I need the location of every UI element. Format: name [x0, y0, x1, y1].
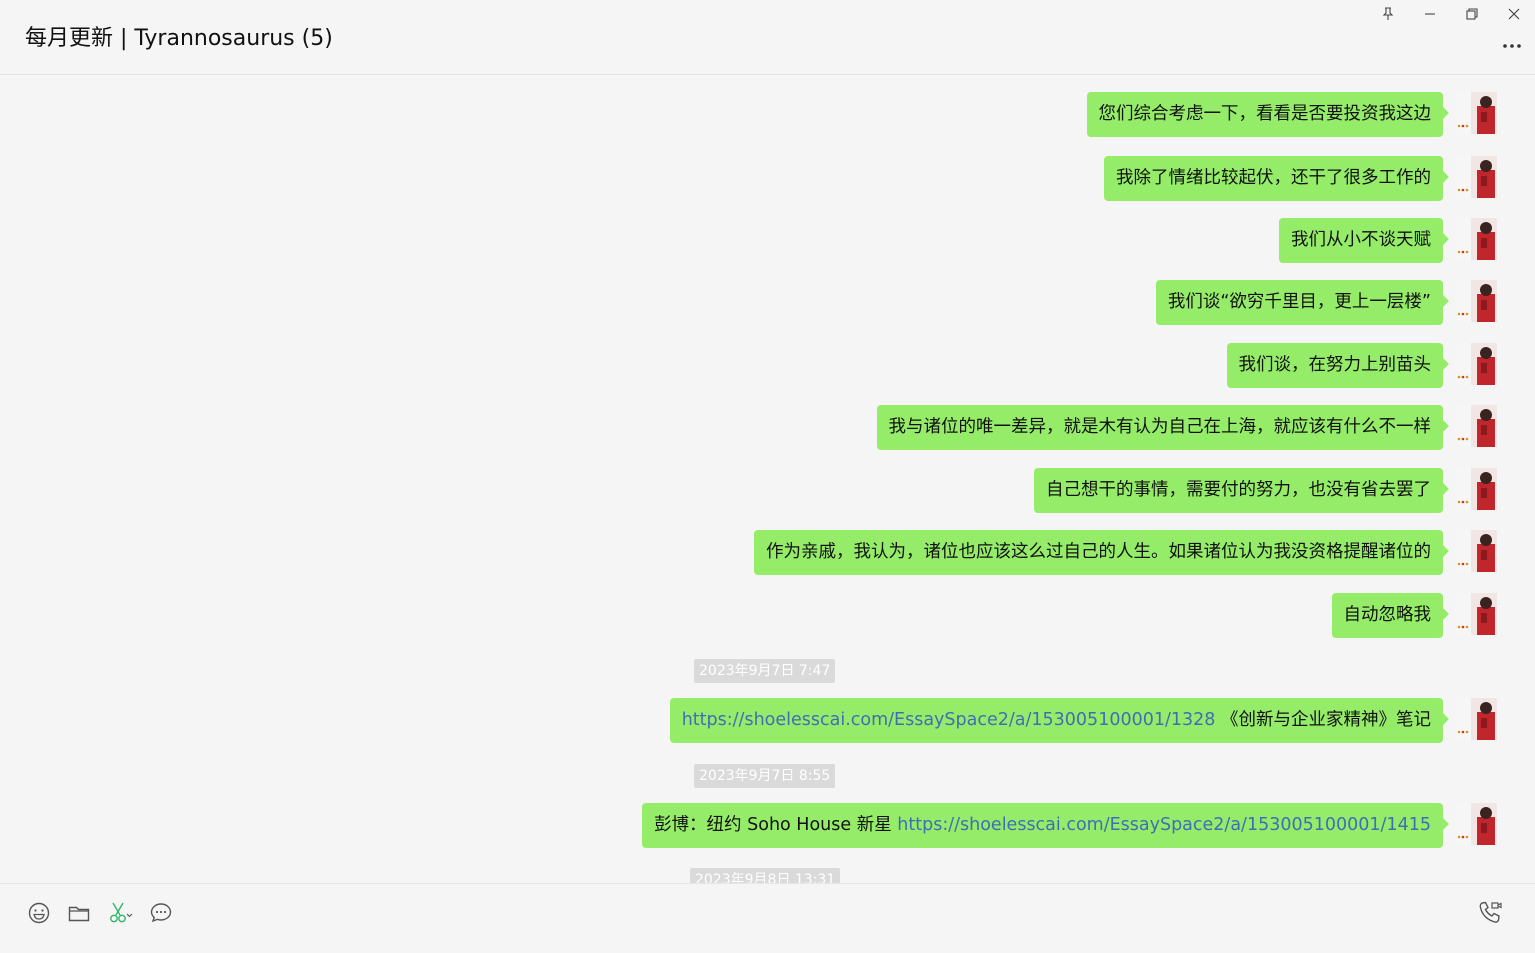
chat-message-area[interactable]: 您们综合考虑一下，看看是否要投资我这边 我除了情绪比较起伏，还干了很多工作的 我… [0, 76, 1535, 883]
avatar[interactable] [1455, 698, 1497, 740]
avatar[interactable] [1455, 156, 1497, 198]
message-row: 彭博：纽约 Soho House 新星 https://shoelesscai.… [642, 803, 1497, 848]
message-bubble[interactable]: 我与诸位的唯一差异，就是木有认为自己在上海，就应该有什么不一样 [876, 405, 1449, 450]
avatar[interactable] [1455, 218, 1497, 260]
message-bubble[interactable]: 我们谈，在努力上别苗头 [1226, 343, 1449, 388]
timestamp: 2023年9月7日 8:55 [694, 764, 836, 788]
window-controls [1367, 0, 1535, 28]
message-link[interactable]: https://shoelesscai.com/EssaySpace2/a/15… [681, 710, 1216, 730]
minimize-icon[interactable] [1409, 0, 1451, 28]
scissors-icon[interactable] [107, 900, 133, 926]
video-call-icon[interactable] [1477, 900, 1503, 926]
message-row: 我与诸位的唯一差异，就是木有认为自己在上海，就应该有什么不一样 [876, 405, 1497, 450]
message-bubble[interactable]: 您们综合考虑一下，看看是否要投资我这边 [1086, 92, 1449, 137]
message-link[interactable]: https://shoelesscai.com/EssaySpace2/a/15… [897, 815, 1431, 835]
message-bubble[interactable]: 自动忽略我 [1331, 593, 1449, 638]
emoji-icon[interactable] [26, 900, 52, 926]
message-row: 我们谈，在努力上别苗头 [1226, 343, 1497, 388]
avatar[interactable] [1455, 803, 1497, 845]
avatar[interactable] [1455, 468, 1497, 510]
message-bubble[interactable]: 我们从小不谈天赋 [1279, 218, 1449, 263]
message-row: 我们谈“欲穷千里目，更上一层楼” [1155, 280, 1497, 325]
avatar[interactable] [1455, 593, 1497, 635]
avatar[interactable] [1455, 405, 1497, 447]
message-row: 自动忽略我 [1331, 593, 1497, 638]
restore-icon[interactable] [1451, 0, 1493, 28]
message-text: 《创新与企业家精神》笔记 [1215, 710, 1431, 730]
message-row: 我除了情绪比较起伏，还干了很多工作的 [1104, 156, 1497, 201]
chat-header: 每月更新 | Tyrannosaurus (5) [0, 0, 1535, 75]
message-bubble[interactable]: 我除了情绪比较起伏，还干了很多工作的 [1104, 156, 1449, 201]
more-icon[interactable] [1501, 36, 1523, 56]
input-toolbar [0, 883, 1535, 953]
message-row: 作为亲戚，我认为，诸位也应该这么过自己的人生。如果诸位认为我没资格提醒诸位的 [754, 530, 1497, 575]
message-row: 自己想干的事情，需要付的努力，也没有省去罢了 [1034, 468, 1497, 513]
chat-title: 每月更新 | Tyrannosaurus (5) [25, 26, 333, 51]
avatar[interactable] [1455, 92, 1497, 134]
timestamp: 2023年9月7日 7:47 [694, 659, 836, 683]
chat-history-icon[interactable] [148, 900, 174, 926]
pin-icon[interactable] [1367, 0, 1409, 28]
message-row: 我们从小不谈天赋 [1279, 218, 1497, 263]
message-bubble[interactable]: 彭博：纽约 Soho House 新星 https://shoelesscai.… [642, 803, 1449, 848]
message-bubble[interactable]: https://shoelesscai.com/EssaySpace2/a/15… [669, 698, 1450, 743]
avatar[interactable] [1455, 530, 1497, 572]
close-icon[interactable] [1493, 0, 1535, 28]
message-text: 彭博：纽约 Soho House 新星 [654, 815, 898, 835]
message-row: https://shoelesscai.com/EssaySpace2/a/15… [669, 698, 1497, 743]
avatar[interactable] [1455, 280, 1497, 322]
folder-icon[interactable] [66, 900, 92, 926]
message-bubble[interactable]: 作为亲戚，我认为，诸位也应该这么过自己的人生。如果诸位认为我没资格提醒诸位的 [754, 530, 1449, 575]
message-row: 您们综合考虑一下，看看是否要投资我这边 [1086, 92, 1497, 137]
message-bubble[interactable]: 我们谈“欲穷千里目，更上一层楼” [1155, 280, 1450, 325]
avatar[interactable] [1455, 343, 1497, 385]
timestamp: 2023年9月8日 13:31 [690, 868, 841, 883]
message-bubble[interactable]: 自己想干的事情，需要付的努力，也没有省去罢了 [1034, 468, 1449, 513]
